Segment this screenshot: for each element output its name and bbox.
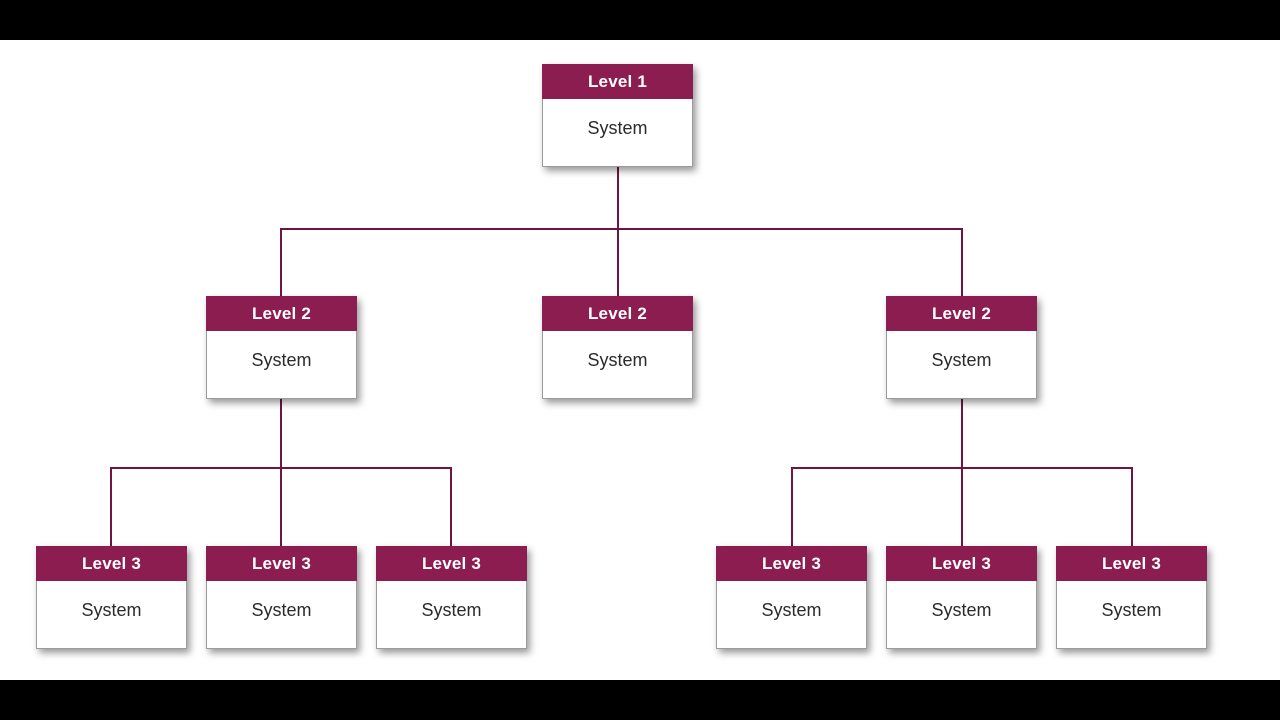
- org-chart-canvas: Level 1 System Level 2 System Level 2 Sy…: [0, 40, 1280, 680]
- org-node-level3-left-1-header: Level 3: [36, 546, 187, 581]
- connector-level3-right-rail: [791, 467, 1133, 469]
- org-node-level2-middle: Level 2 System: [542, 296, 693, 399]
- org-node-level3-right-1: Level 3 System: [716, 546, 867, 649]
- org-node-level3-right-3-body: System: [1101, 600, 1162, 620]
- org-node-level2-middle-body: System: [587, 350, 648, 370]
- org-node-level2-middle-header: Level 2: [542, 296, 693, 331]
- org-node-level3-left-1: Level 3 System: [36, 546, 187, 649]
- connector-level3-left-rail: [110, 467, 452, 469]
- connector-root-stem: [617, 165, 619, 296]
- org-node-level2-right: Level 2 System: [886, 296, 1037, 399]
- connector-level2-rail: [280, 228, 963, 230]
- org-node-level1-body: System: [587, 118, 648, 138]
- connector-level2-right-drop: [961, 228, 963, 296]
- letterbox-bar-bottom: [0, 680, 1280, 720]
- org-node-level1-header: Level 1: [542, 64, 693, 99]
- org-node-level2-left-body: System: [251, 350, 312, 370]
- org-node-level3-right-1-body: System: [761, 600, 822, 620]
- connector-level3-right3-drop: [1131, 467, 1133, 547]
- connector-level2-left-drop: [280, 228, 282, 296]
- connector-level3-left3-drop: [450, 467, 452, 547]
- org-node-level2-left-header: Level 2: [206, 296, 357, 331]
- connector-level2-left-stem: [280, 398, 282, 547]
- org-node-level3-right-3: Level 3 System: [1056, 546, 1207, 649]
- org-node-level3-left-2: Level 3 System: [206, 546, 357, 649]
- connector-level2-right-stem: [961, 398, 963, 547]
- letterbox-bar-top: [0, 0, 1280, 40]
- org-node-level2-right-body: System: [931, 350, 992, 370]
- org-node-level3-right-2-header: Level 3: [886, 546, 1037, 581]
- org-node-level2-right-header: Level 2: [886, 296, 1037, 331]
- org-node-level3-left-3-body: System: [421, 600, 482, 620]
- org-node-level3-right-3-header: Level 3: [1056, 546, 1207, 581]
- org-node-level3-right-1-header: Level 3: [716, 546, 867, 581]
- org-node-level3-left-1-body: System: [81, 600, 142, 620]
- org-node-level3-left-2-header: Level 3: [206, 546, 357, 581]
- org-node-level3-left-2-body: System: [251, 600, 312, 620]
- connector-level3-right1-drop: [791, 467, 793, 547]
- org-node-level3-left-3-header: Level 3: [376, 546, 527, 581]
- org-node-level3-left-3: Level 3 System: [376, 546, 527, 649]
- connector-level3-left1-drop: [110, 467, 112, 547]
- org-node-level1: Level 1 System: [542, 64, 693, 167]
- org-node-level3-right-2-body: System: [931, 600, 992, 620]
- org-node-level2-left: Level 2 System: [206, 296, 357, 399]
- org-node-level3-right-2: Level 3 System: [886, 546, 1037, 649]
